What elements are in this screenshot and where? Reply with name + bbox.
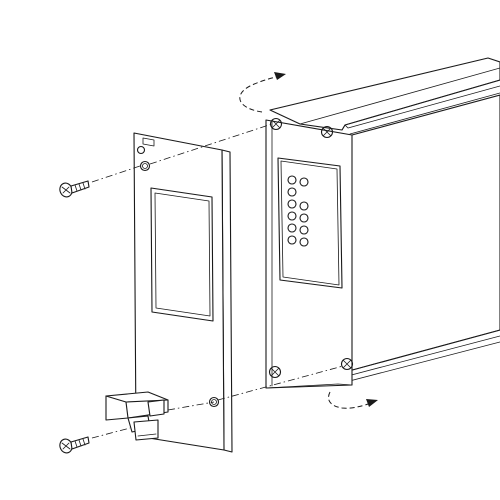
chassis-bottom-rail-2 [339, 335, 500, 379]
front-panel-bottom-screw [208, 396, 220, 408]
chassis-top-rail-3 [341, 85, 500, 131]
swing-arrow-bottom [328, 391, 378, 409]
module-led-9 [299, 225, 309, 235]
front-panel-handle [105, 391, 169, 441]
screw-top [59, 180, 90, 198]
chassis-top-rail-4 [349, 92, 500, 135]
chassis-bottom-rail-1 [344, 329, 500, 373]
chassis-side-panel [344, 94, 500, 373]
chassis-top-rail-2 [344, 79, 500, 126]
module-led-5 [299, 201, 309, 211]
module-screw-hole-bottom-right [340, 357, 354, 371]
module-front-bottom-edge [265, 383, 353, 389]
module-led-10 [287, 235, 297, 245]
arrow-head-bottom [366, 399, 378, 407]
front-panel-top-hole [136, 145, 146, 155]
front-panel-window-cutout [150, 187, 214, 322]
module-led-3 [287, 187, 297, 197]
module-led-11 [299, 237, 309, 247]
front-panel-plate [105, 132, 233, 453]
chassis-top-rail-1 [299, 67, 500, 125]
module-led-window [277, 157, 343, 289]
module-screw-hole-top-left [269, 117, 283, 131]
chassis-bottom-rail-3 [337, 341, 500, 385]
module-led-window-inner [280, 160, 340, 286]
module-screw-hole-bottom-left [268, 365, 282, 379]
alignment-line-top-screw [91, 165, 141, 183]
chassis [265, 57, 500, 389]
alignment-line-bottom-screw [91, 427, 131, 439]
alignment-line-top-panel [149, 123, 273, 165]
front-panel-top-screw [139, 160, 151, 172]
module-led-2 [299, 177, 309, 187]
module-led-array [287, 175, 309, 247]
arrow-head-top [274, 72, 286, 80]
alignment-line-bottom-panel [217, 365, 344, 401]
module-led-6 [287, 211, 297, 221]
alignment-lines [91, 123, 344, 439]
module-led-1 [287, 175, 297, 185]
module-led-4 [287, 199, 297, 209]
module-led-8 [287, 223, 297, 233]
module-led-7 [299, 213, 309, 223]
screw-bottom [59, 436, 90, 454]
swing-arrow-top [239, 72, 286, 113]
front-panel-window-cutout-inner [154, 192, 211, 317]
module-screw-hole-top-right [320, 125, 334, 139]
front-panel-top-notch [142, 137, 155, 147]
